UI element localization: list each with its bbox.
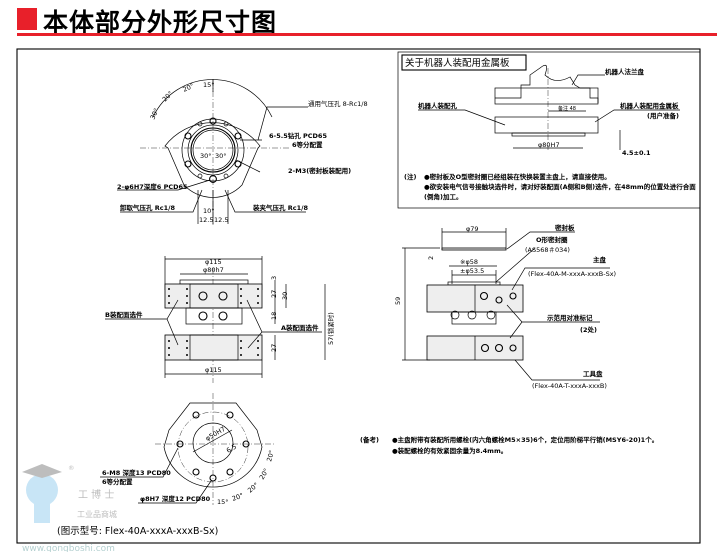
angle-label: 20° <box>181 82 195 94</box>
svg-text:※φ58: ※φ58 <box>460 258 478 266</box>
angle-label: 30° <box>200 152 212 160</box>
svg-text:φ79: φ79 <box>466 225 479 233</box>
svg-text:φ115: φ115 <box>205 366 222 374</box>
label-pin-holes: 2-φ6H7深度6 PCD65 <box>117 182 188 191</box>
svg-text:工业品商城: 工业品商城 <box>77 509 117 519</box>
body-outline <box>164 122 261 198</box>
label-robot-flange: 机器人法兰盘 <box>605 67 645 76</box>
label-plate: 机器人装配用金属板 <box>620 101 679 110</box>
svg-text:20°: 20° <box>265 449 276 462</box>
bottom-view: φ50H7 6.5 6-M8 深度13 PCD80 6等分配置 φ8H7 深度1… <box>100 393 276 506</box>
top-view: 15° 20° 20° 30° 30° 30° 通用气压孔 8-Rc1/8 6-… <box>117 79 368 225</box>
svg-text:(注): (注) <box>404 172 416 181</box>
label-general-air: 通用气压孔 8-Rc1/8 <box>308 99 368 108</box>
svg-text:±φ53.5: ±φ53.5 <box>460 267 484 275</box>
svg-text:30: 30 <box>281 292 289 300</box>
remarks: (备考) ●主盘附带有装配所用螺栓(内六角螺栓M5×35)6个，定位用阶梯平行销… <box>360 435 658 455</box>
label-m8: 6-M8 深度13 PCD80 <box>102 468 171 477</box>
svg-text:φ50H7: φ50H7 <box>204 425 227 443</box>
label-seal-plate: 密封板 <box>555 223 575 232</box>
bottom-outline <box>163 402 263 488</box>
label-a-side: A装配面选件 <box>281 323 319 332</box>
svg-text:57(锁紧时): 57(锁紧时) <box>326 312 335 345</box>
label-pin8: φ8H7 深度12 PCD80 <box>140 494 211 503</box>
svg-text:φ80h7: φ80h7 <box>203 266 224 274</box>
svg-text:12.5: 12.5 <box>199 216 213 224</box>
svg-text:10°: 10° <box>203 207 215 215</box>
tool-plate <box>164 334 263 361</box>
note-line: (倒角)加工。 <box>424 192 462 201</box>
drawing-frame <box>16 48 701 544</box>
svg-text:(AS568＃034): (AS568＃034) <box>525 246 570 254</box>
svg-text:6.5: 6.5 <box>225 443 238 455</box>
svg-text:4.5±0.1: 4.5±0.1 <box>622 149 651 157</box>
svg-text:12.5: 12.5 <box>214 216 228 224</box>
svg-text:20°: 20° <box>258 467 271 481</box>
watermark-logo: ® 工 博 士 工业品商城 www.gongboshi.com <box>22 464 117 552</box>
svg-text:18: 18 <box>270 312 278 320</box>
svg-text:(Flex-40A-M-xxxA-xxxB-Sx): (Flex-40A-M-xxxA-xxxB-Sx) <box>528 270 616 278</box>
svg-text:27: 27 <box>270 290 278 298</box>
svg-text:2: 2 <box>427 256 435 260</box>
svg-text:www.gongboshi.com: www.gongboshi.com <box>22 544 115 552</box>
front-view: φ115 φ80h7 3 27 30 18 27 57(锁紧时 <box>105 256 335 383</box>
title-divider <box>17 33 717 36</box>
svg-text:6等分配置: 6等分配置 <box>102 477 133 486</box>
remark-line: ●装配螺栓的有效紧固余量为8.4mm。 <box>392 446 507 455</box>
label-master: 主盘 <box>593 255 607 264</box>
label-drill-holes: 6-5.5钻孔 PCD65 <box>269 131 327 140</box>
svg-text:20°: 20° <box>231 491 245 502</box>
remark-line: ●主盘附带有装配所用螺栓(内六角螺栓M5×35)6个，定位用阶梯平行销(MSY6… <box>392 435 658 444</box>
figure-caption: (图示型号: Flex-40A-xxxA-xxxB-Sx) <box>57 526 218 537</box>
label-drill-holes-sub: 6等分配置 <box>292 140 323 149</box>
svg-text:59: 59 <box>394 297 402 305</box>
svg-text:15°: 15° <box>217 498 229 506</box>
angle-label: 30° <box>215 152 227 160</box>
side-view: φ79 2 ※φ58 ±φ53.5 59 密封板 O形密封圈 (AS568＃03… <box>394 223 616 390</box>
svg-text:20°: 20° <box>246 481 260 495</box>
label-clamp-air: 装夹气压孔 Rc1/8 <box>252 203 309 212</box>
svg-text:φ80H7: φ80H7 <box>538 141 560 149</box>
note-line: ●密封板及O型密封圈已经组装在快换装置主盘上，请直接使用。 <box>424 172 611 181</box>
label-m3: 2-M3(密封板装配用) <box>288 166 351 175</box>
svg-text:(Flex-40A-T-xxxA-xxxB): (Flex-40A-T-xxxA-xxxB) <box>532 382 607 390</box>
label-release-air: 卸取气压孔 Rc1/8 <box>120 203 176 212</box>
svg-text:备注 48: 备注 48 <box>558 105 576 112</box>
svg-text:27: 27 <box>270 344 278 352</box>
angle-label: 30° <box>149 107 161 121</box>
title-marker <box>17 8 37 30</box>
angle-label: 20° <box>161 90 175 104</box>
label-tool: 工具盘 <box>583 369 603 378</box>
svg-text:(用户准备): (用户准备) <box>647 111 679 120</box>
angle-label: 15° <box>203 81 215 89</box>
label-align-mark: 示范用对准标记 <box>547 313 593 322</box>
label-oring: O形密封圈 <box>536 235 568 244</box>
label-robot-hole: 机器人装配孔 <box>418 101 458 110</box>
box-title: 关于机器人装配用金属板 <box>405 57 510 69</box>
svg-text:3: 3 <box>270 276 278 280</box>
master-plate <box>164 283 263 309</box>
svg-text:®: ® <box>68 464 75 472</box>
svg-text:(备考): (备考) <box>360 435 379 444</box>
label-b-side: B装配面选件 <box>105 310 143 319</box>
note-line: ●欲安装电气信号接触块选件时，请对好装配面(A侧和B侧)选件，在48mm的位置处… <box>424 182 696 191</box>
svg-text:φ115: φ115 <box>205 258 222 266</box>
page-title: 本体部分外形尺寸图 <box>43 8 278 37</box>
svg-text:(2处): (2处) <box>580 325 597 334</box>
metal-plate-box: 关于机器人装配用金属板 φ80H7 备注 48 机器人法兰盘 机器人装配孔 机器… <box>397 51 701 209</box>
svg-text:工 博 士: 工 博 士 <box>78 488 114 501</box>
